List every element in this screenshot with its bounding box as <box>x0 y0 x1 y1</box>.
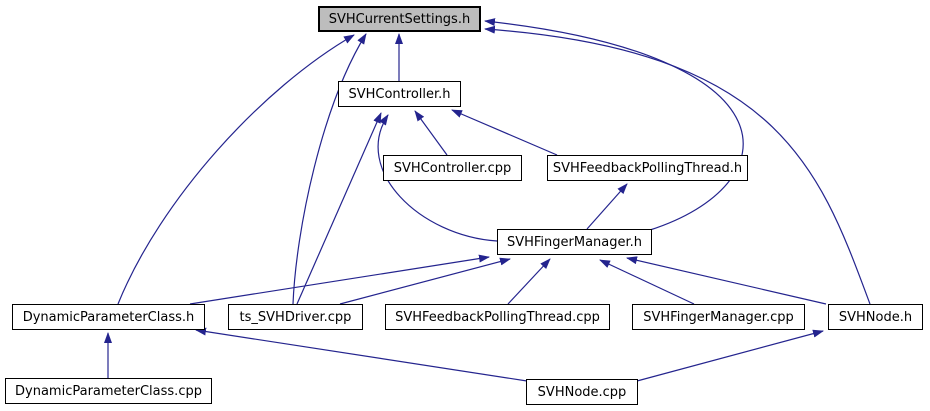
edge-nodeh-to-fmh <box>626 256 827 305</box>
graph-node-svhnode-cpp[interactable]: SVHNode.cpp <box>526 379 638 405</box>
edge-fmh-to-fbth <box>586 183 628 230</box>
graph-node-svhfeedbackpollingthread-h[interactable]: SVHFeedbackPollingThread.h <box>547 155 748 181</box>
edge-fmh-to-ctrlh <box>377 114 498 242</box>
graph-node-svhnode-h[interactable]: SVHNode.h <box>828 304 923 330</box>
edge-fmh-to-cur <box>484 18 744 231</box>
edge-fbth-to-ctrlh <box>451 109 558 156</box>
graph-node-svhfingermanager-cpp[interactable]: SVHFingerManager.cpp <box>632 304 805 330</box>
graph-node-dynamicparameterclass-cpp[interactable]: DynamicParameterClass.cpp <box>5 378 212 404</box>
edge-nodecpp-to-dpch <box>195 327 528 382</box>
edge-tsdrv-to-cur <box>292 33 367 305</box>
edge-tsdrv-to-ctrlh <box>296 112 382 305</box>
edge-nodeh-to-cur <box>484 25 871 305</box>
graph-node-dynamicparameterclass-h[interactable]: DynamicParameterClass.h <box>12 304 205 330</box>
edge-dpch-to-fmh <box>189 254 490 305</box>
graph-node-ts-svhdriver-cpp[interactable]: ts_SVHDriver.cpp <box>228 304 363 330</box>
edge-ctrlcpp-to-ctrlh <box>414 110 448 156</box>
graph-node-svhfeedbackpollingthread-cpp[interactable]: SVHFeedbackPollingThread.cpp <box>385 304 610 330</box>
graph-node-svhfingermanager-h[interactable]: SVHFingerManager.h <box>497 229 652 255</box>
graph-node-svhcontroller-h[interactable]: SVHController.h <box>338 81 461 107</box>
edge-fbtcpp-to-fmh <box>507 258 551 305</box>
edge-tsdrv-to-fmh <box>339 257 511 305</box>
edge-nodecpp-to-nodeh <box>636 329 824 382</box>
edge-dpch-to-cur <box>117 34 355 305</box>
edge-fmcpp-to-fmh <box>599 259 695 305</box>
graph-node-svhcontroller-cpp[interactable]: SVHController.cpp <box>383 155 522 181</box>
graph-node-svhcurrentsettings-h: SVHCurrentSettings.h <box>318 6 481 32</box>
